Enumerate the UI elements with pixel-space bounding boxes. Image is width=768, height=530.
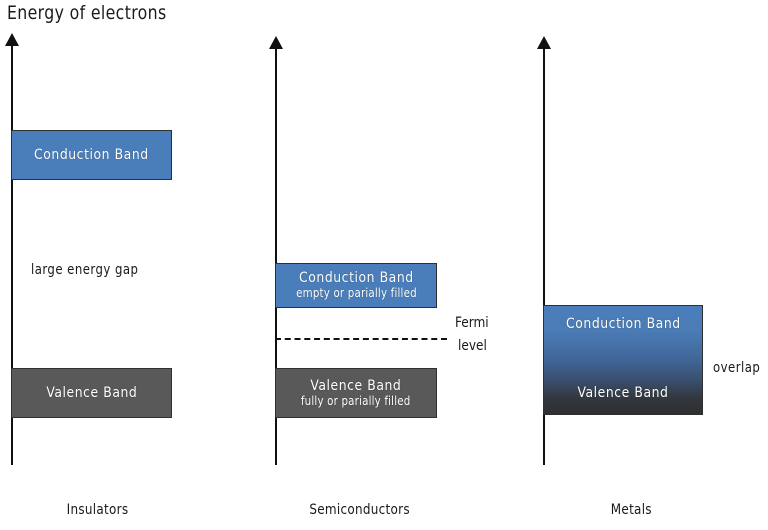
energy-axis-metals xyxy=(543,47,545,465)
insulators-valence-band-label: Valence Band xyxy=(46,384,137,401)
energy-axis-semiconductors xyxy=(275,47,277,465)
metals-overlap-label: overlap xyxy=(713,360,761,376)
semiconductors-conduction-band: Conduction Band empty or parially filled xyxy=(275,263,437,308)
semiconductors-valence-band: Valence Band fully or parially filled xyxy=(275,368,437,418)
semiconductors-valence-band-sublabel: fully or parially filled xyxy=(301,393,411,408)
fermi-level-line xyxy=(275,338,447,340)
category-label-insulators: Insulators xyxy=(66,502,129,518)
fermi-level-label-lower: level xyxy=(458,338,487,354)
fermi-level-label-upper: Fermi xyxy=(455,315,489,331)
metals-conduction-band-label: Conduction Band xyxy=(565,316,681,332)
semiconductors-valence-band-label: Valence Band xyxy=(310,377,402,394)
energy-axis-insulators xyxy=(11,44,13,465)
insulators-conduction-band: Conduction Band xyxy=(11,130,172,180)
insulators-valence-band: Valence Band xyxy=(11,368,172,418)
axis-title: Energy of electrons xyxy=(7,2,167,24)
metals-overlapping-band: Conduction Band Valence Band xyxy=(543,305,703,415)
semiconductors-conduction-band-sublabel: empty or parially filled xyxy=(295,286,417,301)
metals-valence-band-label: Valence Band xyxy=(577,384,669,401)
axis-arrowhead-insulators xyxy=(5,33,19,46)
insulators-gap-label: large energy gap xyxy=(31,262,139,278)
axis-arrowhead-semiconductors xyxy=(269,36,283,49)
insulators-conduction-band-label: Conduction Band xyxy=(34,146,149,163)
semiconductors-conduction-band-label: Conduction Band xyxy=(298,270,414,287)
category-label-semiconductors: Semiconductors xyxy=(309,502,410,518)
axis-arrowhead-metals xyxy=(537,36,551,49)
category-label-metals: Metals xyxy=(610,502,652,518)
